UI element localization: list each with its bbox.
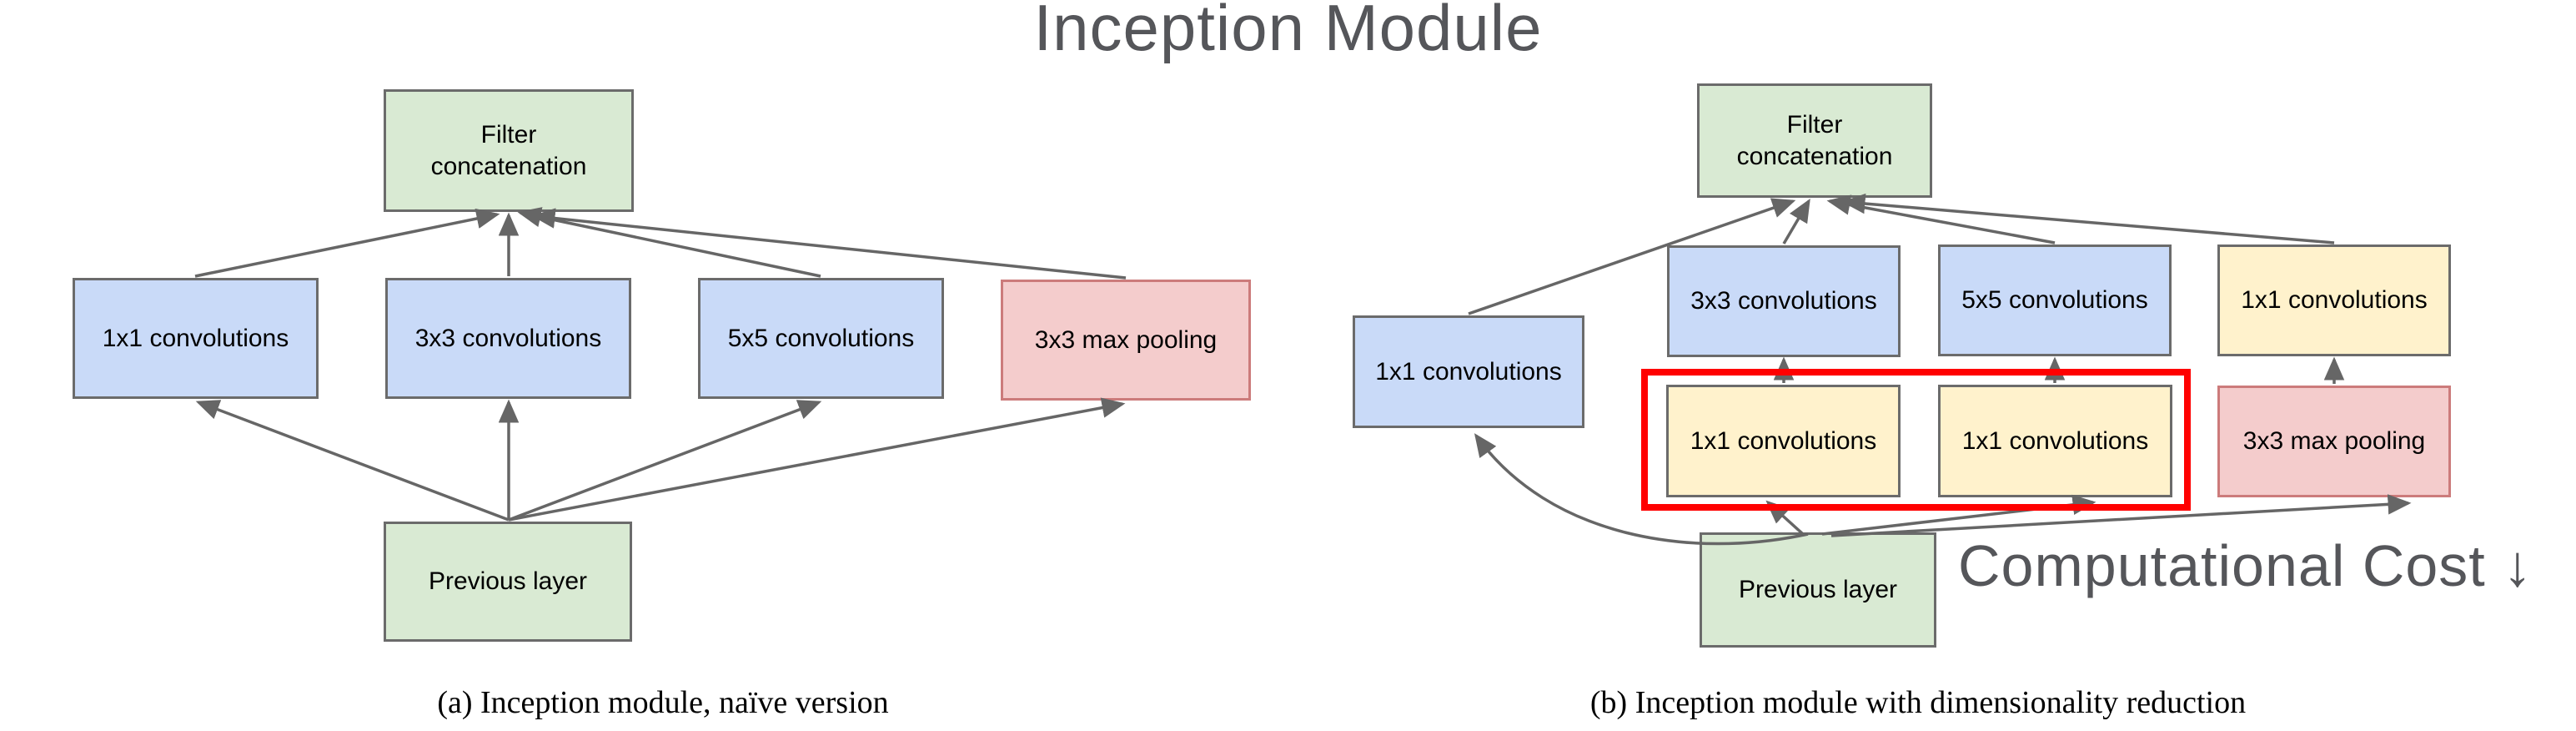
arrow-b-1x1right-to-concat: [1841, 193, 2335, 245]
box-1x1-convolutions-a: 1x1 convolutions: [73, 278, 319, 399]
arrow-a-pool-to-concat: [531, 208, 1127, 280]
arrow-a-prev-to-pool: [508, 397, 1126, 522]
box-filter-concatenation-b: Filter concatenation: [1697, 83, 1932, 198]
box-5x5-convolutions-a: 5x5 convolutions: [698, 278, 944, 399]
arrow-b-3x3-to-concat: [1782, 198, 1810, 245]
arrow-b-5x5-to-concat: [1826, 194, 2056, 245]
arrow-a-prev-to-1x1: [195, 400, 510, 522]
box-3x3-convolutions-b: 3x3 convolutions: [1667, 245, 1901, 357]
computational-cost-annotation: Computational Cost ↓: [1958, 533, 2533, 598]
box-previous-layer-a: Previous layer: [384, 522, 632, 642]
box-3x3-max-pooling-a: 3x3 max pooling: [1001, 280, 1251, 401]
arrow-a-1x1-to-concat: [194, 208, 500, 278]
box-filter-concatenation-a: Filter concatenation: [384, 89, 634, 212]
box-1x1-convolutions-right-b: 1x1 convolutions: [2217, 245, 2451, 356]
computational-cost-highlight-rect: [1641, 369, 2191, 511]
box-5x5-convolutions-b: 5x5 convolutions: [1938, 245, 2172, 356]
caption-b: (b) Inception module with dimensionality…: [1589, 685, 2247, 720]
arrow-a-prev-to-5x5: [508, 400, 822, 522]
box-1x1-reduce-b-b: 1x1 convolutions: [1938, 385, 2172, 497]
arrow-a-5x5-to-concat: [517, 207, 821, 278]
figure-title: Inception Module: [1033, 0, 1543, 64]
box-3x3-convolutions-a: 3x3 convolutions: [385, 278, 631, 399]
box-3x3-max-pooling-b: 3x3 max pooling: [2217, 386, 2451, 497]
box-previous-layer-b: Previous layer: [1700, 532, 1936, 648]
caption-a: (a) Inception module, naïve version: [437, 685, 889, 720]
box-1x1-convolutions-left-b: 1x1 convolutions: [1353, 315, 1584, 428]
